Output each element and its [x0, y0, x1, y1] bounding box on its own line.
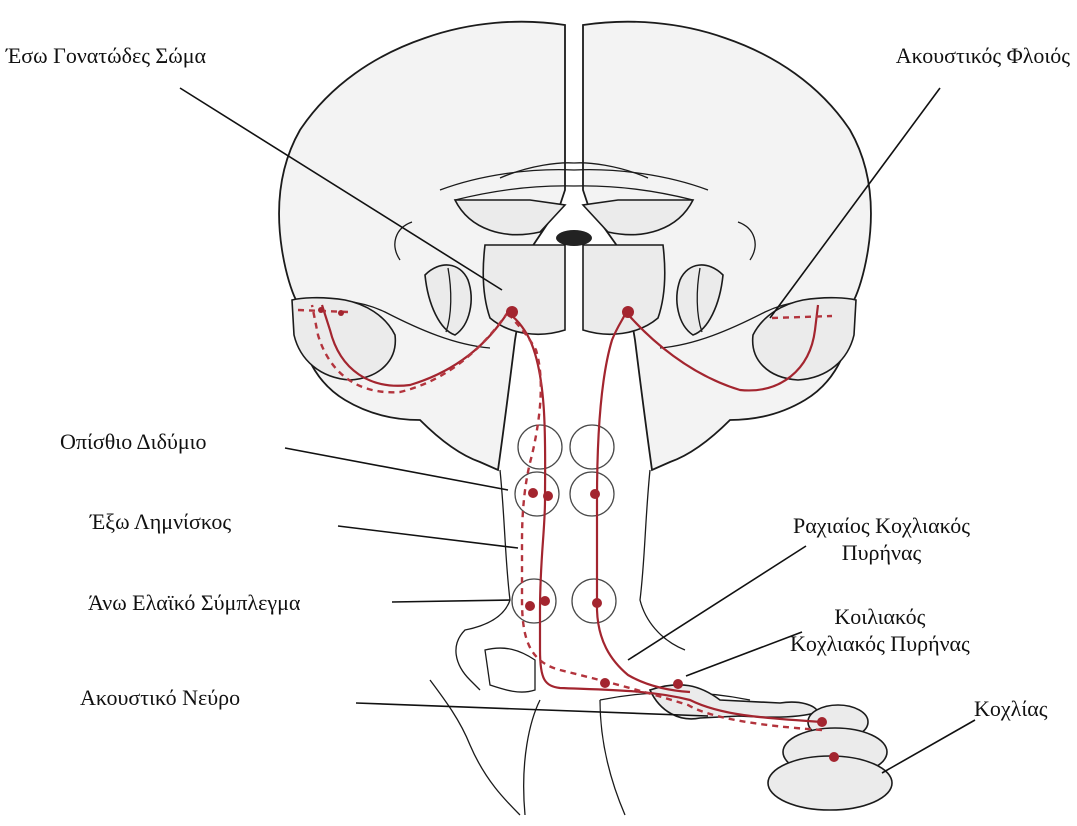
label-dorsal-cochlear-nucleus-line2: Πυρήνας — [793, 539, 970, 566]
label-dorsal-cochlear-nucleus: Ραχιαίος Κοχλιακός Πυρήνας — [793, 512, 970, 566]
leader-auditory-nerve — [356, 703, 708, 716]
label-lateral-geniculate: Έσω Γονατώδες Σώμα — [6, 42, 206, 69]
label-dorsal-cochlear-nucleus-line1: Ραχιαίος Κοχλιακός — [793, 512, 970, 539]
leader-cochlea — [882, 720, 975, 773]
leader-lateral-lemniscus — [338, 526, 518, 548]
label-auditory-nerve: Ακουστικό Νεύρο — [80, 684, 240, 711]
cochlea-shape — [650, 685, 892, 810]
thalamus — [483, 245, 665, 334]
label-ventral-cochlear-nucleus-line1: Κοιλιακός — [790, 603, 970, 630]
label-auditory-cortex: Ακουστικός Φλοιός — [896, 42, 1070, 69]
label-inferior-colliculus: Οπίσθιο Διδύμιο — [60, 428, 207, 455]
leader-superior-olive — [392, 600, 510, 602]
leader-dorsal-cochlear-nucleus — [628, 546, 806, 660]
label-ventral-cochlear-nucleus-line2: Κοχλιακός Πυρήνας — [790, 630, 970, 657]
label-cochlea: Κοχλίας — [974, 695, 1047, 722]
label-superior-olivary-complex: Άνω Ελαϊκό Σύμπλεγμα — [88, 589, 300, 616]
brainstem — [430, 425, 750, 815]
label-lateral-lemniscus: Έξω Λημνίσκος — [90, 508, 231, 535]
label-ventral-cochlear-nucleus: Κοιλιακός Κοχλιακός Πυρήνας — [790, 603, 970, 657]
leader-ventral-cochlear-nucleus — [686, 632, 802, 676]
